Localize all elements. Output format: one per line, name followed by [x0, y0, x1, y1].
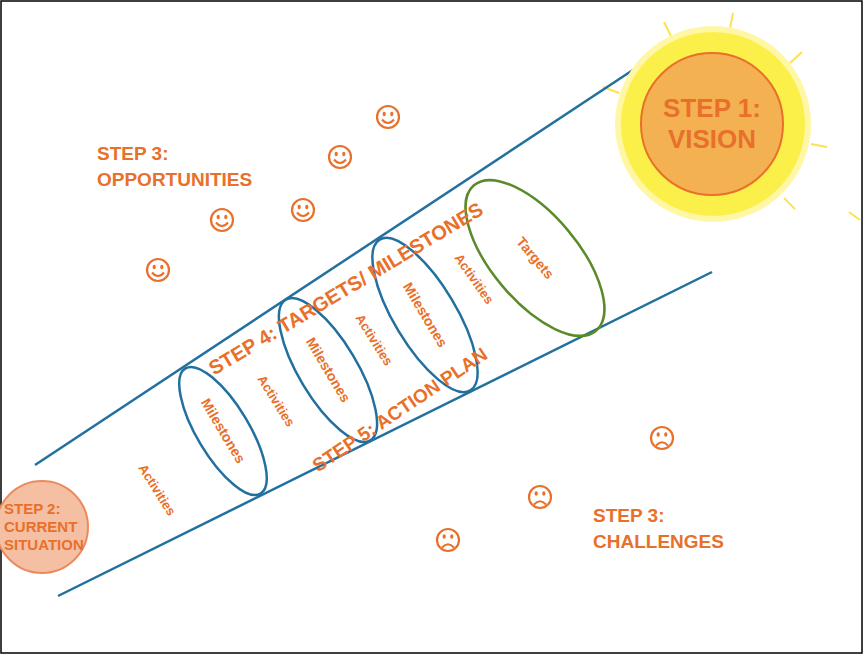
- face-eye: [335, 152, 338, 156]
- node-shape: [441, 158, 629, 359]
- face-mouth: [656, 442, 668, 445]
- sun-ray: [730, 13, 733, 29]
- face-mouth: [297, 213, 309, 217]
- smiley-face: [211, 209, 233, 231]
- face-eye: [443, 534, 446, 538]
- face-outline: [377, 106, 399, 128]
- face-eye: [217, 215, 220, 219]
- face-outline: [651, 427, 673, 449]
- vision-circle: STEP 1: VISION: [640, 52, 784, 196]
- face-eye: [542, 491, 545, 495]
- face-eye: [153, 265, 156, 269]
- face-outline: [329, 146, 351, 168]
- face-eye: [160, 265, 163, 269]
- face-outline: [292, 199, 314, 221]
- face-mouth: [382, 120, 394, 124]
- face-outline: [147, 259, 169, 281]
- smiley-face: [147, 259, 169, 281]
- face-eye: [664, 432, 667, 436]
- face-eye: [535, 491, 538, 495]
- face-eye: [390, 112, 393, 116]
- face-eye: [298, 205, 301, 209]
- sun-ray: [811, 144, 827, 147]
- sun-ray: [790, 52, 802, 63]
- smiley-face: [292, 199, 314, 221]
- node-label: Targets: [513, 234, 558, 283]
- face-eye: [383, 112, 386, 116]
- face-mouth: [152, 273, 164, 277]
- frown-face: [529, 486, 551, 508]
- face-outline: [437, 529, 459, 551]
- step-heading: STEP 3: OPPORTUNITIES: [97, 141, 272, 192]
- face-eye: [224, 215, 227, 219]
- smiley-face: [329, 146, 351, 168]
- sun-ray: [849, 212, 860, 220]
- frown-face: [651, 427, 673, 449]
- sun-ray: [664, 22, 671, 36]
- face-eye: [657, 432, 660, 436]
- face-mouth: [534, 501, 546, 504]
- situation-circle: STEP 2: CURRENT SITUATION: [0, 480, 89, 574]
- node-label: STEP 1: VISION: [644, 93, 780, 155]
- face-mouth: [442, 544, 454, 547]
- sun-ray: [784, 198, 795, 209]
- face-eye: [305, 205, 308, 209]
- face-mouth: [334, 160, 346, 164]
- node-label: Milestones: [399, 280, 451, 351]
- face-outline: [211, 209, 233, 231]
- node-label: STEP 2: CURRENT SITUATION: [4, 500, 92, 554]
- face-outline: [529, 486, 551, 508]
- tube-line: [35, 62, 645, 465]
- sun-glow: [618, 29, 808, 219]
- face-eye: [450, 534, 453, 538]
- face-eye: [342, 152, 345, 156]
- smiley-face: [377, 106, 399, 128]
- face-mouth: [216, 223, 228, 227]
- node-shape: [641, 53, 783, 195]
- step-heading: STEP 3: CHALLENGES: [593, 503, 768, 554]
- frown-face: [437, 529, 459, 551]
